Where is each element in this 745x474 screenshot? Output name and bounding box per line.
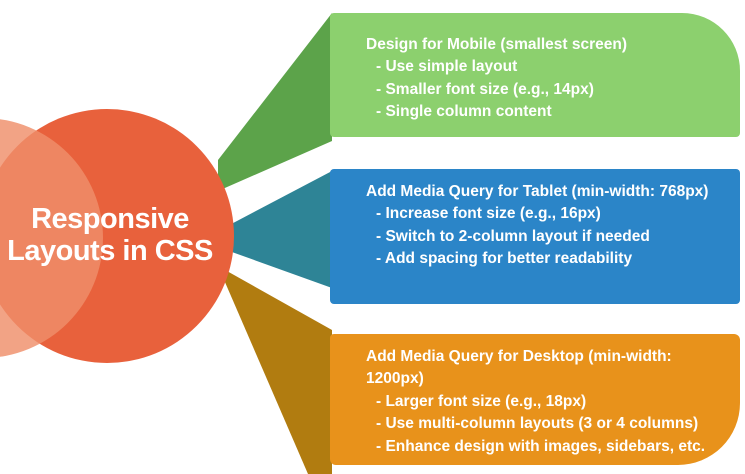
branch-desktop-bullet-3: - Enhance design with images, sidebars, … — [376, 437, 706, 455]
branch-tablet-heading: Add Media Query for Tablet (min-width: 7… — [366, 183, 709, 200]
branch-desktop-bullet-2: - Use multi-column layouts (3 or 4 colum… — [376, 415, 699, 433]
light-overlay-circle — [0, 119, 103, 357]
branch-desktop-heading: Add Media Query for Desktop (min-width: … — [366, 348, 672, 388]
branch-box-tablet: Add Media Query for Tablet (min-width: 7… — [330, 169, 740, 304]
page-title-line1: Responsive — [31, 203, 189, 235]
branch-mobile-bullet-2: - Smaller font size (e.g., 14px) — [376, 80, 594, 98]
branch-tablet-bullet-2: - Switch to 2-column layout if needed — [376, 227, 650, 245]
branch-tablet-bullet-1: - Increase font size (e.g., 16px) — [376, 205, 601, 223]
branch-desktop-bullet-1: - Larger font size (e.g., 18px) — [376, 392, 587, 410]
branch-mobile-bullet-3: - Single column content — [376, 103, 552, 121]
branch-box-mobile: Design for Mobile (smallest screen) - Us… — [330, 13, 740, 137]
connector-tablet — [218, 171, 332, 288]
page-title-line2: Layouts in CSS — [7, 235, 213, 267]
page-title: Responsive Layouts in CSS — [7, 203, 213, 267]
branch-box-desktop: Add Media Query for Desktop (min-width: … — [330, 334, 740, 465]
branch-mobile-heading: Design for Mobile (smallest screen) — [366, 36, 627, 53]
branch-tablet-bullet-3: - Add spacing for better readability — [376, 250, 633, 268]
connector-desktop — [218, 266, 332, 474]
branch-mobile-bullet-1: - Use simple layout — [376, 58, 518, 76]
connector-mobile — [218, 13, 332, 191]
